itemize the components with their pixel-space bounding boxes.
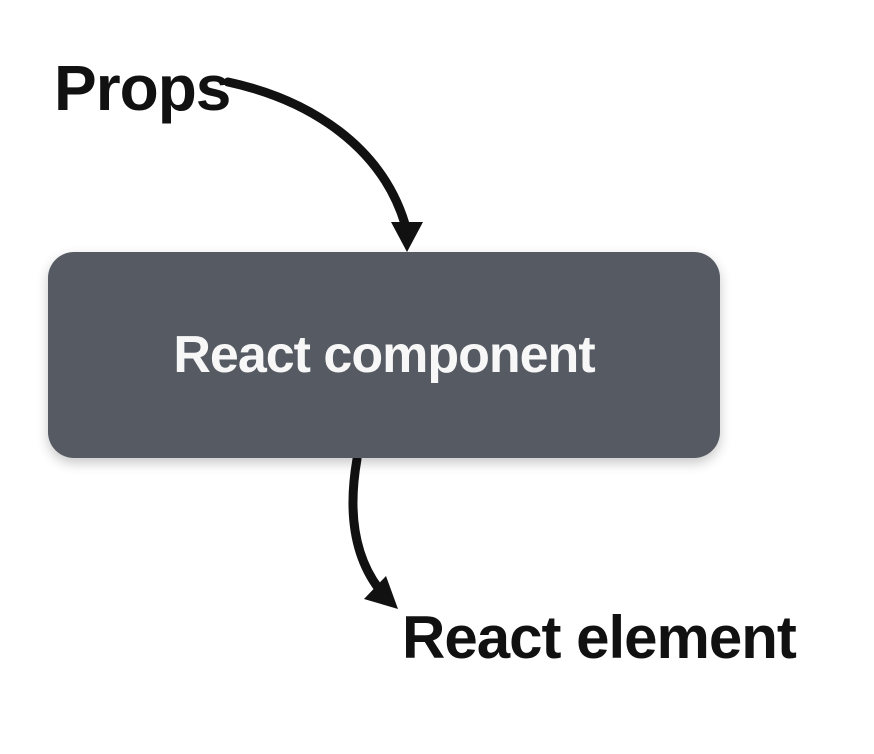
react-element-label: React element [402, 604, 797, 671]
element-arrow-shaft [348, 454, 384, 594]
props-arrowhead-icon [391, 222, 423, 252]
props-arrow-shaft [223, 77, 410, 229]
react-component-box: React component [48, 252, 720, 458]
element-arrowhead-icon [364, 576, 398, 609]
props-label: Props [54, 52, 231, 124]
component-to-element-arrow [348, 454, 398, 609]
react-component-label: React component [173, 326, 595, 384]
props-to-component-arrow [223, 77, 423, 252]
